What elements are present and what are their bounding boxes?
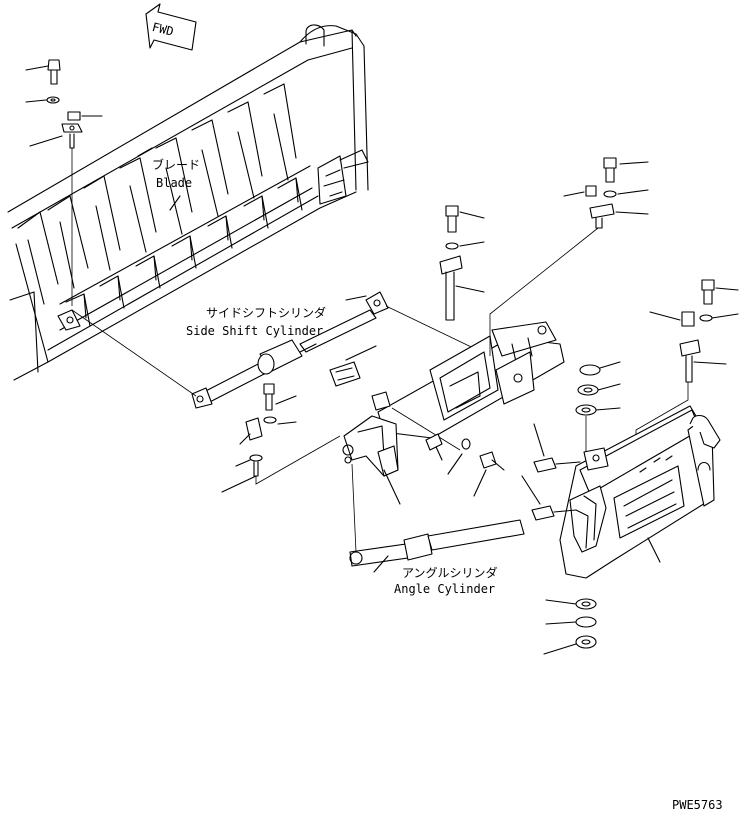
bolt-stack-center xyxy=(439,205,485,321)
blade-leader-lower xyxy=(169,195,181,211)
center-frame xyxy=(329,321,565,505)
blade-leader xyxy=(137,147,153,157)
side-shift-cylinder-label-jp: サイドシフトシリンダ xyxy=(206,306,327,320)
washer-stack-lower xyxy=(543,598,597,655)
angle-cylinder-label-en: Angle Cylinder xyxy=(394,582,496,596)
angle-cylinder-label-jp: アングルシリンダ xyxy=(402,566,498,580)
angle-cylinder xyxy=(349,463,525,573)
drawing-id: PWE5763 xyxy=(672,798,723,812)
side-shift-cylinder xyxy=(71,291,491,409)
pin-and-bolt xyxy=(425,433,505,497)
side-shift-cylinder-label-en: Side Shift Cylinder xyxy=(186,324,324,338)
washer-stack-upper xyxy=(575,361,621,456)
blade-label-jp: ブレード xyxy=(152,158,201,172)
right-frame xyxy=(559,405,721,579)
forward-arrow-icon xyxy=(145,3,197,51)
bolt-stack-top-right xyxy=(489,157,649,356)
blade xyxy=(7,24,369,381)
bolt-stack-right xyxy=(635,279,739,470)
blade-label-en: Blade xyxy=(156,176,193,190)
bolt-stack-top-left xyxy=(25,59,103,306)
grease-fittings xyxy=(521,423,581,521)
bolt-stack-middle-left xyxy=(221,383,341,493)
